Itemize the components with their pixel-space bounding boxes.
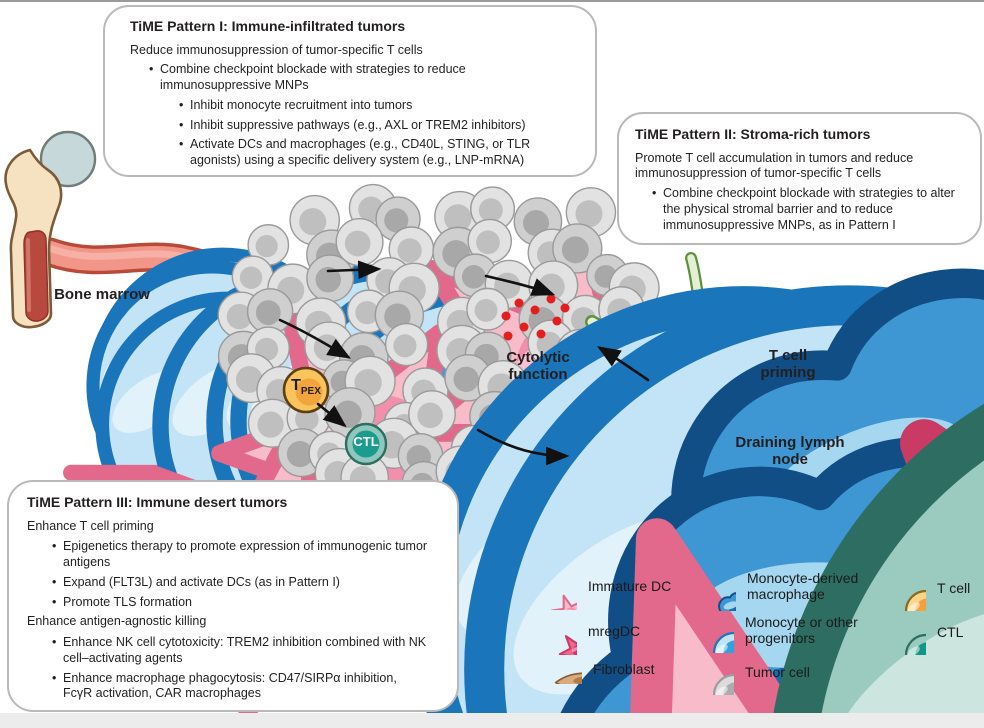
arrow-node-to-tumor [597,346,650,382]
tpex-label-main: T [291,377,301,394]
legend-item-tumor-cell: Tumor cell [690,651,810,695]
pattern3-bullet: Epigenetics therapy to promote expressio… [50,539,429,571]
arrow-macrophage-to-ctl [484,274,556,296]
ctl-badge-cell [344,422,388,466]
pattern2-box: TiME Pattern II: Stroma-rich tumors Prom… [617,112,982,245]
arrow-tumor-to-node [476,428,570,466]
legend-label: Monocyte-derived macrophage [747,570,859,602]
ctl-icon [905,635,926,655]
legend-item-monocyte: Monocyte or other progenitors [690,609,873,653]
tumor-cell-icon [713,675,734,695]
pattern3-bullet: Enhance NK cell cytotoxicity: TREM2 inhi… [50,635,427,667]
ctl-badge-label: CTL [353,434,379,449]
pattern2-title: TiME Pattern II: Stroma-rich tumors [635,126,871,142]
arrow-tpex-to-ctl [316,402,347,428]
tumor-cell [467,218,513,264]
pattern2-bullet: Combine checkpoint blockade with strateg… [650,186,968,233]
immature-dc-icon [548,593,577,610]
legend-item-ctl: CTL [882,611,963,655]
pattern1-title: TiME Pattern I: Immune-infiltrated tumor… [130,18,406,34]
legend-item-t-cell: T cell [882,567,970,611]
tcell-priming-label: T cell priming [760,347,816,382]
arrow-dc-to-mregdc [278,318,352,359]
pattern3-bullet: Promote TLS formation [50,595,445,611]
tumor-cell [408,390,456,438]
cytolytic-granules [501,294,570,341]
legend-label: T cell [937,580,971,597]
pattern1-bullet: Combine checkpoint blockade with strateg… [147,62,538,94]
bone [4,130,97,329]
monocyte-derived-macrophage-icon [717,592,736,611]
tumor-cell [552,223,603,274]
pattern1-intro: Reduce immunosuppression of tumor-specif… [130,42,423,57]
tpex-cell [282,366,330,414]
top-border-line [0,0,984,2]
cytolytic-function-label: Cytolytic function [506,349,570,384]
legend-item-macrophage: Monocyte-derived macrophage [688,563,875,611]
pattern1-subbullet: Inhibit monocyte recruitment into tumors [177,98,579,114]
tumor-cell [231,255,274,298]
tumor-cell [247,398,298,448]
legend-item-immature-dc: Immature DC [527,564,671,610]
legend-label: mregDC [588,623,641,640]
monocyte-icon [713,633,734,653]
legend-label: Tumor cell [745,664,810,681]
pattern1-subbullet: Activate DCs and macrophages (e.g., CD40… [177,137,562,169]
tumor-cell [335,218,384,267]
draining-lymph-node-label: Draining lymph node [735,434,845,469]
tpex-label: TPEX [283,377,329,398]
tpex-label-sub: PEX [300,386,321,398]
pattern3-bullet: Expand (FLT3L) and activate DCs (as in P… [50,575,445,591]
legend-label: CTL [937,624,964,641]
bone-marrow-label: Bone marrow [54,286,150,303]
fibroblast-icon [555,673,582,684]
legend-label: Monocyte or other progenitors [745,614,858,646]
tumor-cell [384,322,429,367]
tumor-cell [466,287,510,331]
t-cell-icon [905,591,926,611]
pattern1-subbullet: Inhibit suppressive pathways (e.g., AXL … [177,118,579,134]
legend-item-fibroblast: Fibroblast [524,656,654,684]
tumor-cell [247,224,290,266]
legend-label: Immature DC [588,578,672,595]
flow-arrows [278,260,650,466]
pattern3-title: TiME Pattern III: Immune desert tumors [27,494,288,510]
pattern3-section: Enhance T cell priming [27,518,154,533]
legend-item-mregdc: mregDC [527,609,640,655]
arrow-monocyte-to-macrophage [326,260,382,280]
pattern3-box: TiME Pattern III: Immune desert tumors E… [7,480,459,712]
bottom-page-strip [0,713,984,728]
tumor-cell [470,186,516,232]
pattern2-intro: Promote T cell accumulation in tumors an… [635,150,914,181]
legend-label: Fibroblast [593,661,655,678]
bone-head [39,130,97,188]
mregdc-icon [557,632,577,655]
pattern1-box: TiME Pattern I: Immune-infiltrated tumor… [103,5,597,177]
tumor-cell [246,288,294,335]
pattern3-section: Enhance antigen-agnostic killing [27,614,207,629]
pattern3-bullet: Enhance macrophage phagocytosis: CD47/SI… [50,671,427,703]
tumor-cell [306,254,355,303]
